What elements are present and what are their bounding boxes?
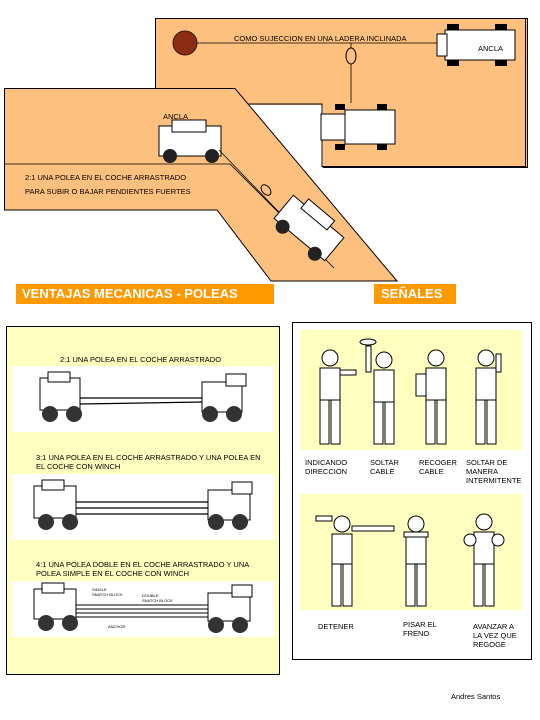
pulley-3-1-text: 3:1 UNA POLEA EN EL COCHE ARRASTRADO Y U… <box>36 453 261 471</box>
pulley-2-1-figure <box>12 366 274 432</box>
pulley-3-1-figure <box>12 474 274 540</box>
signal-label-detener: DETENER <box>318 622 354 631</box>
double-block-label: DOUBLE SNATCH BLOCK <box>142 593 173 603</box>
slope-line1: 2:1 UNA POLEA EN EL COCHE ARRASTRADO <box>25 173 187 182</box>
anchor-small-label: ANCHOR <box>108 624 126 629</box>
signals-header: SEÑALES <box>374 284 456 304</box>
anchor-label-right: ANCLA <box>478 44 504 53</box>
signal-label-freno: PISAR EL FRENO <box>403 620 437 638</box>
signal-figures-row1 <box>319 338 502 445</box>
pulleys-header: VENTAJAS MECANICAS - POLEAS <box>16 284 274 304</box>
pulley-2-1-text: 2:1 UNA POLEA EN EL COCHE ARRASTRADO <box>60 355 222 364</box>
pulley-4-1-text: 4:1 UNA POLEA DOBLE EN EL COCHE ARRASTRA… <box>36 560 249 578</box>
slope-panel <box>4 88 399 282</box>
single-block-label: SINGLE SNATCH BLOCK <box>92 587 123 597</box>
signal-label-intermitente: SOLTAR DE MANERA INTERMITENTE <box>466 458 522 485</box>
signal-label-avanzar: AVANZAR A LA VEZ QUE REGOGE <box>473 622 517 649</box>
anchor-label-slope: ANCLA <box>163 112 189 121</box>
author: Andres Santos <box>451 692 501 701</box>
pulley-4-1-figure: SINGLE SNATCH BLOCK DOUBLE SNATCH BLOCK … <box>12 581 274 637</box>
slope-line2: PARA SUBIR O BAJAR PENDIENTES FUERTES <box>25 187 191 196</box>
signal-label-soltar: SOLTAR CABLE <box>370 458 399 476</box>
signal-figures-row2 <box>315 513 505 607</box>
signal-label-recoger: RECOGER CABLE <box>419 458 457 476</box>
anchor-slope-caption: COMO SUJECCION EN UNA LADERA INCLINADA <box>234 34 407 43</box>
signal-label-direccion: INDICANDO DIRECCION <box>305 458 348 476</box>
